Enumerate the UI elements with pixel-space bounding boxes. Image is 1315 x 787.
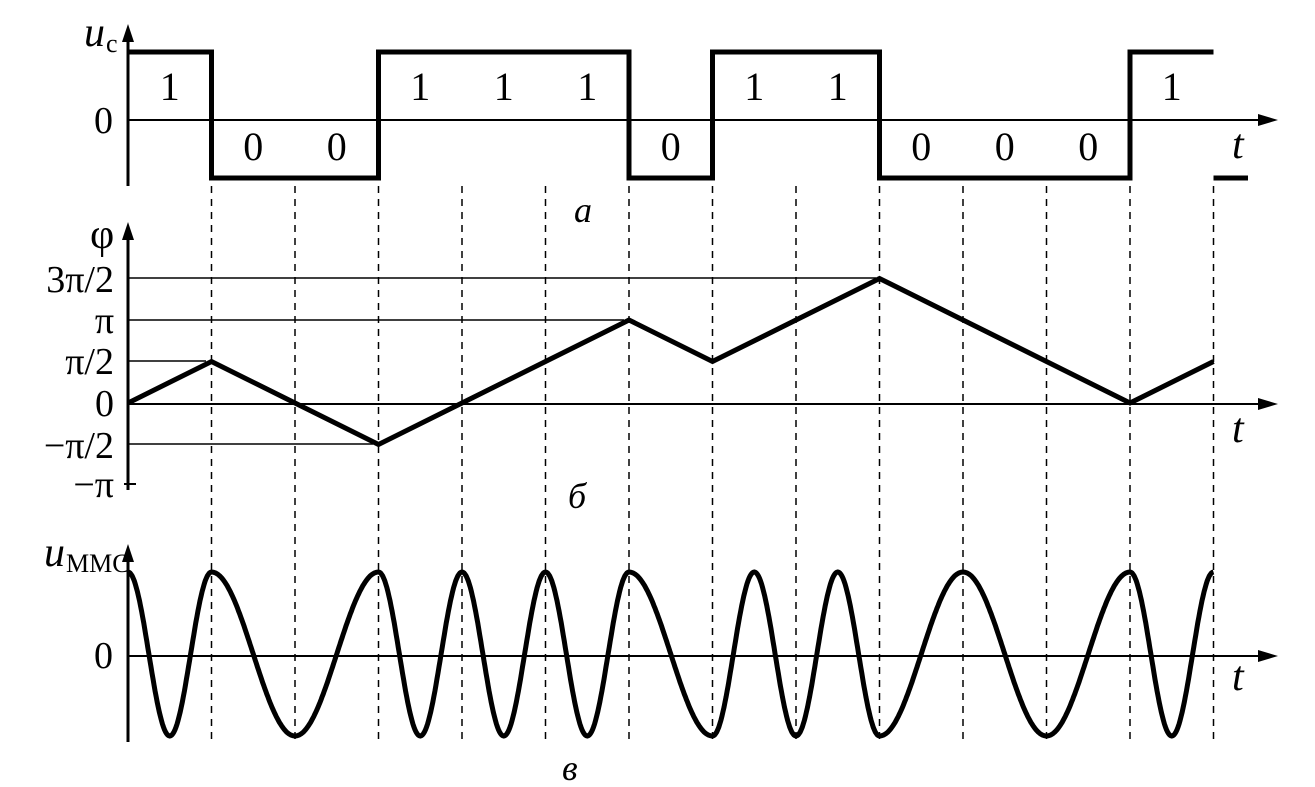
bit-labels: 1 0 0 1 1 1 0 1 1 0 0 0 1 [160,64,1182,169]
tick-label-3pi2: 3π/2 [46,259,114,301]
panel-a-y-label: u [84,10,105,56]
bit-label: 1 [410,64,430,109]
panel-b-caption: б [568,476,588,516]
panel-b: φ t 3π/2 π π/2 0 −π/2 −π б [44,212,1278,516]
panel-b-y-label: φ [90,212,114,258]
panel-c-x-arrow [1258,650,1278,662]
panel-b-t-label: t [1232,406,1245,452]
panel-a-x-arrow [1258,114,1278,126]
panel-b-y-arrow [122,222,134,240]
panel-a: u c 0 t 1 0 0 1 1 1 0 1 1 0 0 0 1 а [84,10,1278,230]
bit-label: 1 [1162,64,1182,109]
panel-c-t-label: t [1232,654,1245,700]
bit-label: 1 [744,64,764,109]
bit-label: 1 [494,64,514,109]
bit-label: 0 [995,124,1015,169]
bit-label: 1 [160,64,180,109]
bit-label: 0 [243,124,263,169]
panel-c-zero-label: 0 [94,635,113,677]
bit-label: 1 [577,64,597,109]
bit-label: 0 [327,124,347,169]
bit-label: 0 [1078,124,1098,169]
tick-label-pi2: π/2 [65,341,114,383]
msk-waveform [127,569,1215,739]
phase-trajectory [126,275,1215,448]
panel-c-caption: в [562,748,578,787]
panel-c-y-subscript: ММС [66,549,130,578]
panel-c-y-arrow [122,544,134,562]
panel-c: u ММС 0 t в [44,530,1278,787]
tick-label-minus-pi: −π [73,464,114,506]
panel-b-x-arrow [1258,398,1278,410]
bit-boundary-lines [210,186,1215,745]
panel-c-y-label: u [44,530,65,576]
tick-label-pi: π [95,300,114,342]
bit-label: 0 [911,124,931,169]
panel-a-y-subscript: c [106,29,118,58]
panel-a-t-label: t [1232,122,1245,168]
tick-label-zero: 0 [95,383,114,425]
panel-a-zero-label: 0 [94,100,113,142]
panel-a-y-arrow [122,24,134,42]
tick-label-minus-pi2: −π/2 [44,425,114,467]
data-square-wave [128,49,1248,181]
bit-label: 1 [828,64,848,109]
panel-a-caption: а [574,190,592,230]
bit-label: 0 [661,124,681,169]
